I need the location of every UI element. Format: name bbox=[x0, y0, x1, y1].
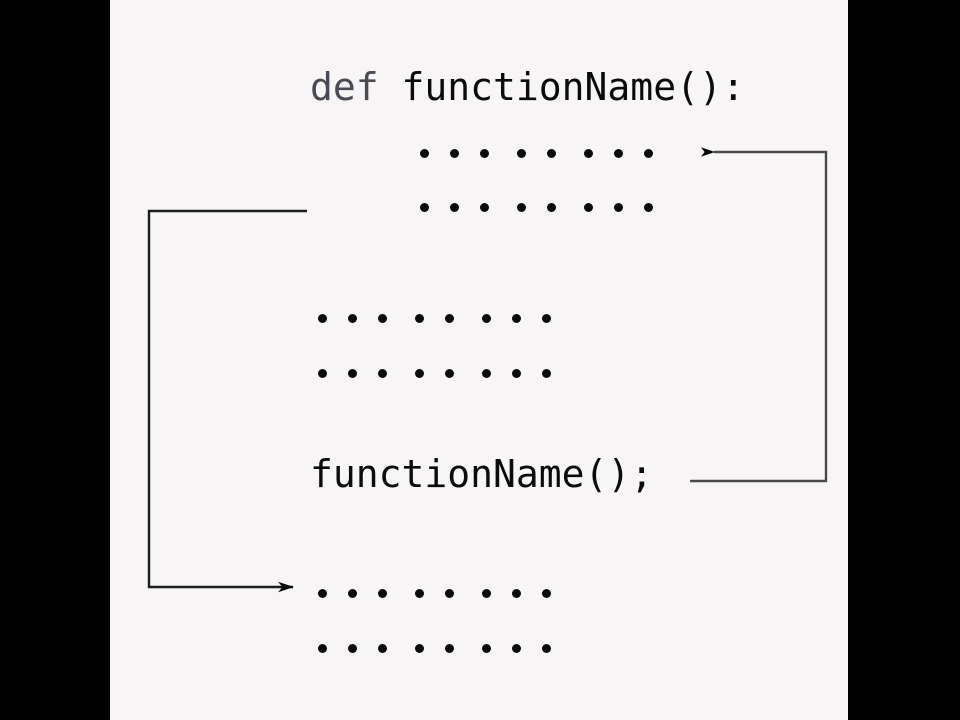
dot-group bbox=[482, 368, 551, 378]
dot-gap bbox=[387, 593, 415, 594]
dot bbox=[614, 148, 623, 158]
dot bbox=[420, 148, 429, 158]
dot bbox=[517, 202, 526, 212]
dot bbox=[542, 643, 551, 653]
dot bbox=[348, 643, 357, 653]
dot bbox=[378, 643, 387, 653]
dot bbox=[482, 368, 491, 378]
dot bbox=[542, 368, 551, 378]
connector-call-to-function-body bbox=[690, 147, 828, 483]
dot-group bbox=[415, 643, 454, 653]
dot bbox=[415, 643, 424, 653]
dot bbox=[480, 148, 489, 158]
dot-gap bbox=[454, 593, 482, 594]
dot bbox=[420, 202, 429, 212]
dot-gap bbox=[556, 153, 584, 154]
dot-gap bbox=[454, 318, 482, 319]
dot-group bbox=[415, 313, 454, 323]
dot bbox=[542, 313, 551, 323]
dot bbox=[547, 148, 556, 158]
dot-group bbox=[482, 588, 551, 598]
dot bbox=[445, 643, 454, 653]
dot-row-body-line-2 bbox=[420, 200, 653, 214]
keyword-def: def bbox=[310, 65, 379, 109]
dot-gap bbox=[387, 318, 415, 319]
dot-gap bbox=[489, 207, 517, 208]
dot-gap bbox=[387, 648, 415, 649]
dot-group bbox=[318, 643, 387, 653]
dot bbox=[318, 368, 327, 378]
dot bbox=[480, 202, 489, 212]
dot-row-after-line-2 bbox=[318, 641, 551, 655]
dot-group bbox=[420, 202, 489, 212]
dot bbox=[584, 148, 593, 158]
dot bbox=[378, 368, 387, 378]
dot bbox=[415, 313, 424, 323]
dot-gap bbox=[387, 373, 415, 374]
dot bbox=[512, 368, 521, 378]
dot-gap bbox=[489, 153, 517, 154]
code-line-call: functionName(); bbox=[310, 455, 653, 493]
dot-group bbox=[517, 148, 556, 158]
dot bbox=[445, 368, 454, 378]
dot-group bbox=[482, 313, 551, 323]
dot-group bbox=[420, 148, 489, 158]
dot bbox=[318, 588, 327, 598]
call-statement: functionName(); bbox=[310, 452, 654, 496]
dot-group bbox=[482, 643, 551, 653]
dot-group bbox=[415, 588, 454, 598]
dot bbox=[415, 588, 424, 598]
dot bbox=[450, 148, 459, 158]
dot bbox=[348, 588, 357, 598]
dot bbox=[512, 313, 521, 323]
dot bbox=[445, 588, 454, 598]
dot bbox=[415, 368, 424, 378]
dot-row-main-line-1 bbox=[318, 311, 551, 325]
code-line-definition: def functionName(): bbox=[310, 68, 745, 106]
dot-group bbox=[318, 313, 387, 323]
dot bbox=[644, 148, 653, 158]
dot-gap bbox=[454, 648, 482, 649]
dot bbox=[348, 368, 357, 378]
definition-signature: functionName(): bbox=[401, 65, 745, 109]
dot bbox=[614, 202, 623, 212]
dot-row-after-line-1 bbox=[318, 586, 551, 600]
dot-gap bbox=[454, 373, 482, 374]
dot bbox=[482, 588, 491, 598]
dot bbox=[517, 148, 526, 158]
definition-name bbox=[379, 65, 402, 109]
dot bbox=[512, 588, 521, 598]
connector-return-to-main bbox=[147, 209, 307, 593]
dot bbox=[378, 588, 387, 598]
dot-gap bbox=[556, 207, 584, 208]
dot bbox=[318, 643, 327, 653]
dot bbox=[542, 588, 551, 598]
diagram-panel: def functionName(): bbox=[110, 0, 848, 720]
dot-row-body-line-1 bbox=[420, 146, 653, 160]
dot bbox=[318, 313, 327, 323]
dot bbox=[445, 313, 454, 323]
dot bbox=[512, 643, 521, 653]
dot bbox=[547, 202, 556, 212]
dot bbox=[482, 313, 491, 323]
dot-group bbox=[517, 202, 556, 212]
dot-row-main-line-2 bbox=[318, 366, 551, 380]
dot bbox=[378, 313, 387, 323]
dot bbox=[644, 202, 653, 212]
dot bbox=[348, 313, 357, 323]
dot-group bbox=[415, 368, 454, 378]
dot-group bbox=[584, 148, 653, 158]
dot bbox=[482, 643, 491, 653]
dot-group bbox=[318, 368, 387, 378]
dot bbox=[450, 202, 459, 212]
dot-group bbox=[318, 588, 387, 598]
dot bbox=[584, 202, 593, 212]
dot-group bbox=[584, 202, 653, 212]
